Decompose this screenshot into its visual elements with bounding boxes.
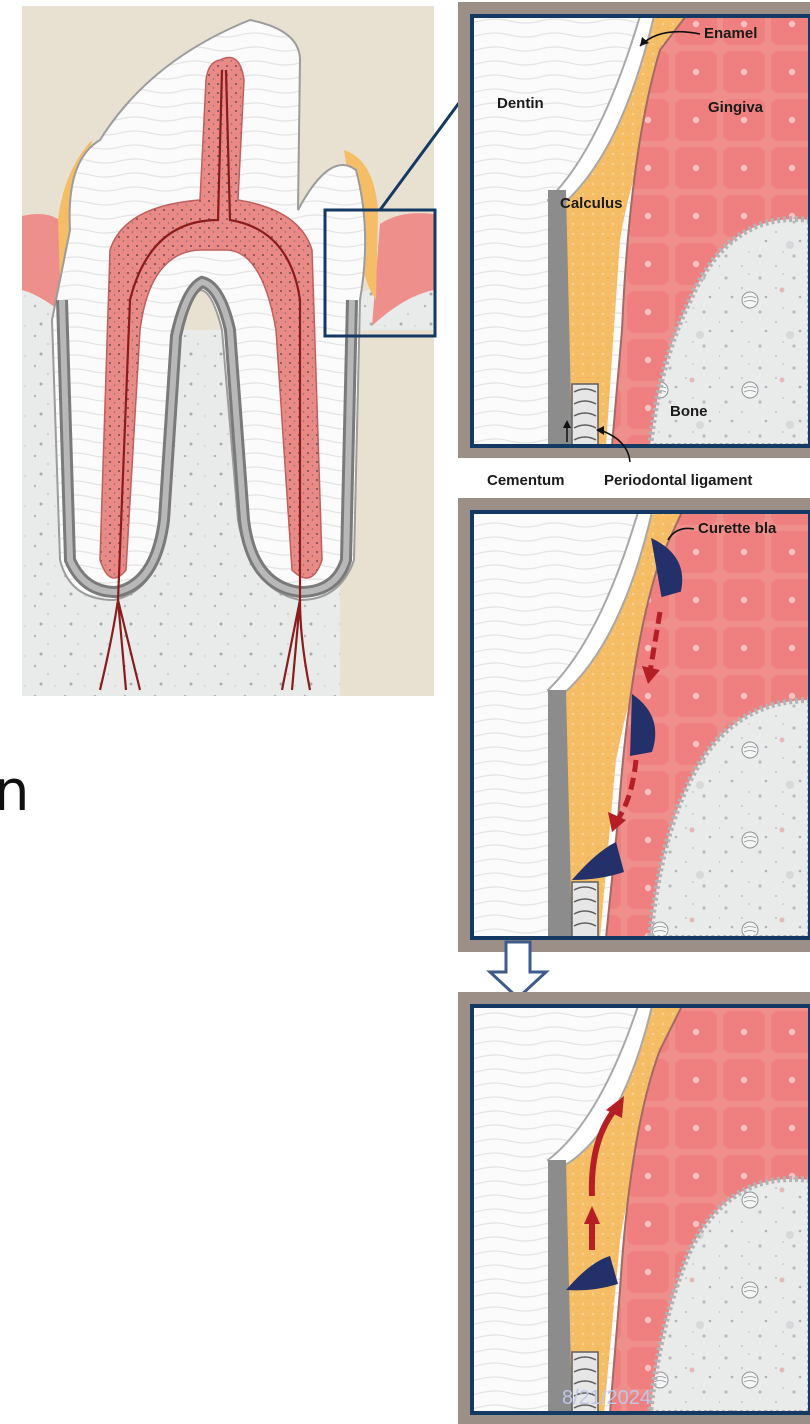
label-cementum: Cementum <box>487 472 565 489</box>
slide-date: 8/21/2024 <box>562 1387 651 1409</box>
panel-curette-insertion: Curette bla <box>458 498 810 952</box>
label-dentin: Dentin <box>497 95 544 112</box>
label-gingiva: Gingiva <box>708 99 764 116</box>
label-curette-blade: Curette bla <box>698 520 777 537</box>
label-periodontal-ligament: Periodontal ligament <box>604 472 752 489</box>
label-calculus: Calculus <box>560 195 623 212</box>
panel-calculus-removal <box>458 992 810 1424</box>
whole-tooth-figure <box>22 6 470 696</box>
label-enamel: Enamel <box>704 25 757 42</box>
label-bone: Bone <box>670 403 708 420</box>
panel-anatomy: Enamel Dentin Gingiva Calculus Bone <box>458 2 810 462</box>
periodontal-ligament-fibres <box>572 384 598 446</box>
slide-edge-glyph: n <box>0 759 30 824</box>
